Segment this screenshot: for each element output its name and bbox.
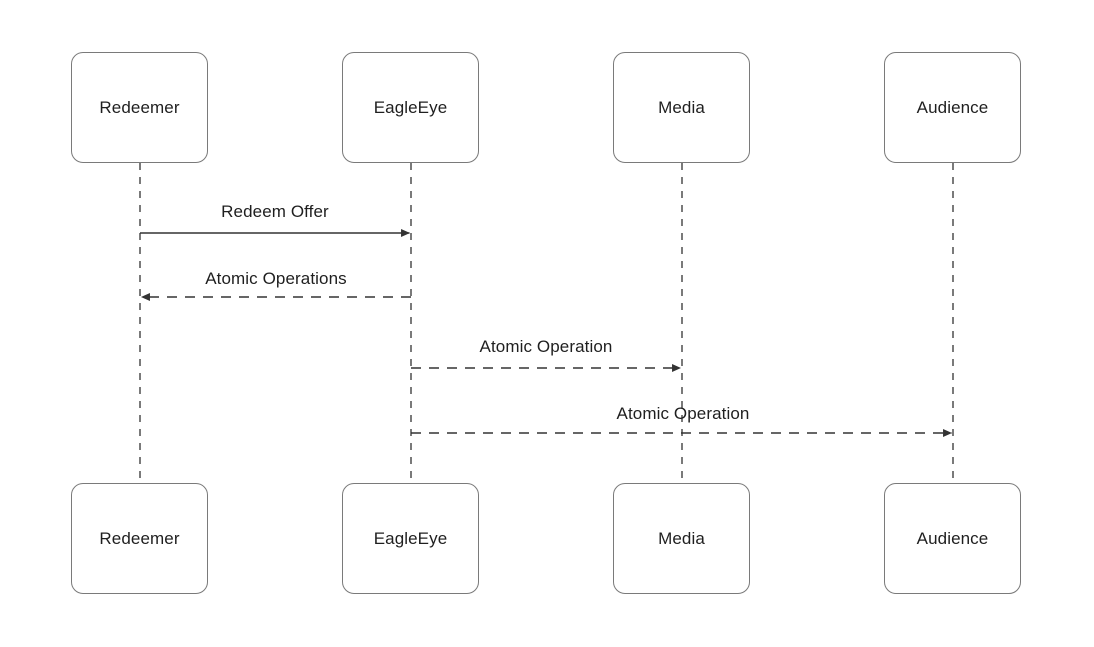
participant-box-top-redeemer[interactable]: Redeemer	[71, 52, 208, 163]
message-label-3: Atomic Operation	[479, 337, 613, 356]
participant-label-redeemer: Redeemer	[99, 97, 180, 117]
participant-box-top-media[interactable]: Media	[613, 52, 750, 163]
participant-label-audience: Audience	[916, 528, 989, 548]
participant-box-bottom-audience[interactable]: Audience	[884, 483, 1021, 594]
lifelines-group	[139, 163, 954, 483]
participant-label-media: Media	[658, 528, 705, 548]
message-label-1: Redeem Offer	[221, 202, 329, 221]
participant-label-audience: Audience	[916, 97, 989, 117]
participant-box-bottom-redeemer[interactable]: Redeemer	[71, 483, 208, 594]
message-arrows-group	[140, 229, 953, 437]
participant-label-redeemer: Redeemer	[99, 528, 180, 548]
participant-label-eagleeye: EagleEye	[373, 97, 448, 117]
participant-box-top-eagleeye[interactable]: EagleEye	[342, 52, 479, 163]
participant-box-bottom-media[interactable]: Media	[613, 483, 750, 594]
participant-label-eagleeye: EagleEye	[373, 528, 448, 548]
participant-box-top-audience[interactable]: Audience	[884, 52, 1021, 163]
participant-label-media: Media	[658, 97, 705, 117]
message-label-2: Atomic Operations	[205, 269, 347, 288]
participant-box-bottom-eagleeye[interactable]: EagleEye	[342, 483, 479, 594]
message-label-4: Atomic Operation	[616, 404, 750, 423]
